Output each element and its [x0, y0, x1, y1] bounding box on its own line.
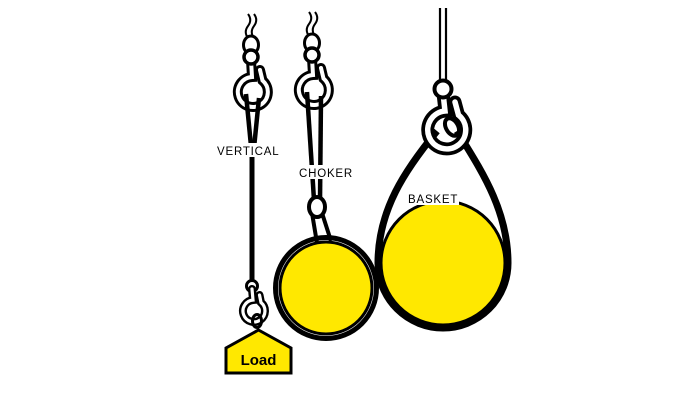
choker-hitch-group: CHOKER — [273, 11, 379, 341]
load-tag-shape — [224, 328, 293, 375]
hook-eye-icon — [242, 48, 260, 66]
label-basket: BASKET — [408, 194, 458, 206]
hook-eye-icon — [432, 78, 454, 100]
load-ring-icon — [251, 313, 263, 329]
hook-eye-icon — [303, 46, 321, 64]
sling-wrap — [374, 128, 512, 332]
sling-leg — [317, 95, 324, 203]
basket-hitch-group: BASKET — [374, 8, 512, 332]
label-background — [296, 165, 348, 179]
sling-hook-highlight — [241, 287, 267, 324]
hoist-rope-icon — [250, 13, 258, 39]
sling-wrap — [273, 235, 379, 341]
choker-eye-icon — [307, 195, 327, 219]
hoist-rope-icon — [305, 11, 313, 37]
label-background — [405, 191, 459, 205]
crane-hook-highlight — [425, 90, 469, 152]
load-circle — [379, 199, 507, 327]
label-background — [214, 143, 272, 157]
load-tag-label: Load — [241, 352, 277, 369]
hoist-rope-icon — [244, 13, 252, 39]
sling-eye-icon — [442, 116, 462, 138]
label-choker: CHOKER — [299, 168, 353, 180]
sling-eye-leg — [251, 97, 262, 149]
hoist-rope-icon — [311, 11, 319, 37]
label-vertical: VERTICAL — [217, 146, 279, 158]
vertical-hitch-group: VERTICAL Load — [214, 13, 293, 375]
load-circle — [278, 240, 374, 336]
sling-eye-leg — [243, 93, 254, 147]
sling-leg — [304, 91, 317, 201]
